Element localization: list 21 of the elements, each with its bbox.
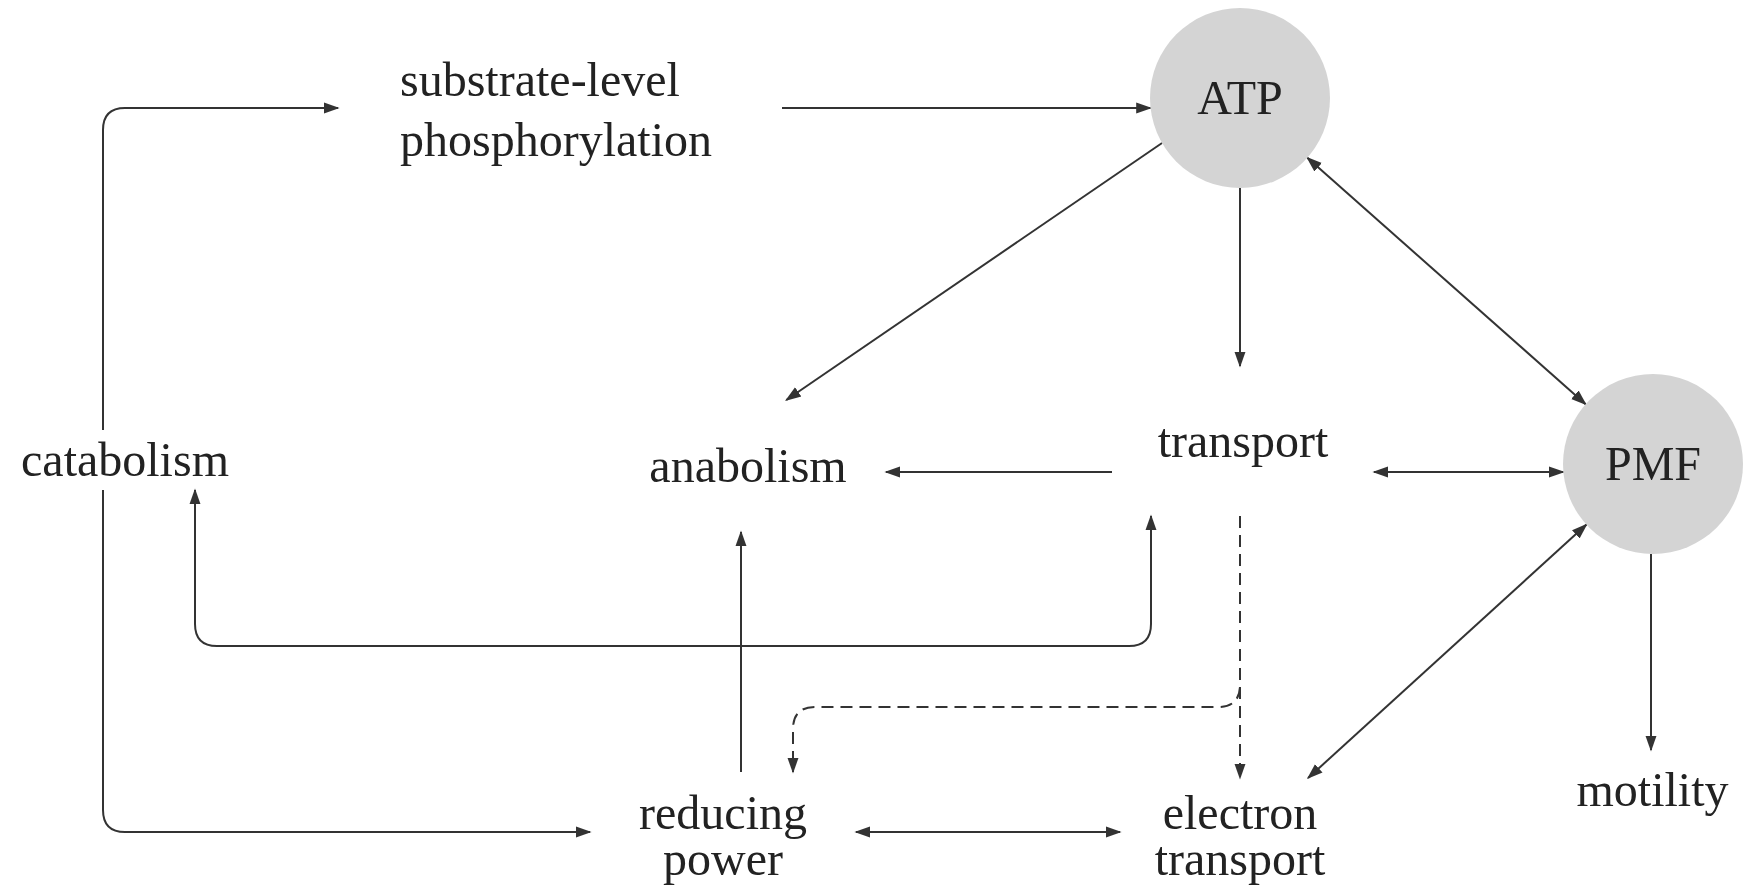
arrow bbox=[102, 102, 340, 431]
node-label: transport bbox=[1157, 412, 1329, 470]
arrow bbox=[785, 142, 1164, 401]
arrow bbox=[884, 466, 1113, 478]
node-label: substrate-level phosphorylation bbox=[400, 50, 782, 170]
node-label: ATP bbox=[1197, 70, 1283, 127]
arrow bbox=[1372, 466, 1565, 478]
node-label: motility bbox=[1576, 761, 1729, 819]
node-label: anabolism bbox=[649, 437, 847, 495]
dashed-arrow bbox=[1234, 515, 1246, 780]
arrow bbox=[854, 826, 1122, 838]
arrow bbox=[1306, 156, 1587, 406]
arrow bbox=[1306, 523, 1588, 780]
arrow bbox=[781, 102, 1153, 114]
node-label: catabolism bbox=[21, 431, 229, 489]
arrow bbox=[102, 489, 592, 838]
arrow bbox=[735, 530, 747, 773]
arrow bbox=[1645, 553, 1657, 752]
arrow bbox=[1234, 187, 1246, 368]
arrow bbox=[189, 488, 1157, 647]
node-label: PMF bbox=[1604, 436, 1702, 493]
